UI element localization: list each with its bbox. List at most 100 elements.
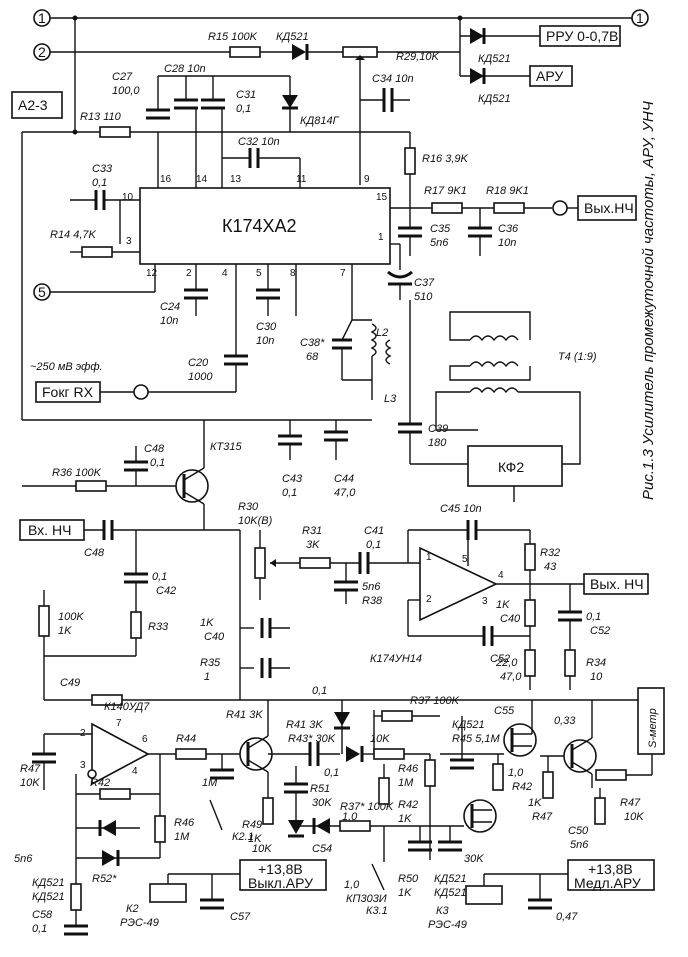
label-c27-val: 100,0 [112,85,140,97]
label-l3: L3 [384,393,397,405]
af-amp-label: К174УН14 [370,653,422,665]
label-r30-val: 10K(B) [238,515,273,527]
label-c36: C36 [498,223,519,235]
pin-ud7-2: 3 [80,760,86,771]
label-r17: R17 9K1 [424,185,467,197]
pin-ud7-6: 6 [142,734,148,745]
opamp-label: К140УД7 [104,701,150,713]
label-1k-a: R33 [148,621,169,633]
pin-ud7-4: 4 [132,766,138,777]
label-r31: R31 [302,525,322,537]
pwr-slow-line1: +13,8В [588,861,633,877]
label-r46-a-val: R42 [512,781,532,793]
amp-k174un14 [419,546,498,622]
fet-kp303i [463,799,497,833]
label-l2: L2 [376,327,388,339]
rru-input: РРУ 0-0,7В [546,28,618,44]
label-kp303i: 30K [464,853,484,865]
label-r15: R15 100K [208,31,258,43]
label-1-0-a: 1M [202,777,218,789]
label-kd521-d: 5n6 [14,853,33,865]
pin-15: 15 [376,192,388,203]
label-r42-val: 1K [248,833,262,845]
label-c42-val: R38 [362,595,383,607]
label-r38-a-val: 1K [58,625,72,637]
label-r30: R30 [238,501,259,513]
pin-un14-5: 5 [462,554,468,565]
label-c50-val: 10K [20,777,40,789]
label-c40-a: C48 [84,547,105,559]
label-c31-val: 0,1 [236,103,251,115]
label-c36-val: 10n [498,237,516,249]
diode-icon [292,44,306,60]
label-r49-val: R47 [532,811,553,823]
label-c54-val: 30K [312,797,332,809]
opamp-k140ud7 [91,722,150,786]
relay-k3-coil [465,885,503,905]
label-c60: 0,47 [556,911,578,923]
fet-kp303e [503,723,537,757]
label-c30: C30 [256,321,277,333]
terminal-5: 5 [38,284,46,300]
label-kt315-c: 0,33 [554,715,576,727]
pin-12: 12 [146,268,158,279]
pin-un14-3: 3 [482,596,488,607]
label-c43-val: 0,1 [282,487,297,499]
pin-8: 8 [290,268,296,279]
label-r32-val: 43 [544,561,557,573]
label-c47: C52 [490,653,510,665]
label-r29: R29,10K [396,51,439,63]
label-r14: R14 4,7K [50,229,97,241]
label-c50: R47 [20,763,41,775]
label-r46-b: R42 [398,799,418,811]
relay-k3-label: К3 [436,905,449,917]
pin-ud7-7: 7 [116,718,122,729]
pin-9: 9 [364,174,370,185]
pwr-slow-line2: Медл.АРУ [574,875,641,891]
label-c24: C24 [160,301,180,313]
pin-11: 11 [296,174,307,185]
label-r52-val: 1M [174,831,190,843]
label-kd521-h: 0,1 [312,685,327,697]
label-kt315-b: R41 3K [226,709,263,721]
label-c38: C38* [300,337,325,349]
label-r43: 10K [370,733,390,745]
label-kt315-a: КТ315 [210,441,242,453]
label-c35: C35 [430,223,451,235]
label-c39: C39 [428,423,448,435]
label-kd521-c: КД521 [478,93,511,105]
label-c20: C20 [188,357,209,369]
relay-k2-coil [149,883,187,903]
label-c52: 1K [200,617,214,629]
label-c48-b-val: C42 [156,585,176,597]
label-c48-b: 0,1 [152,571,167,583]
label-kd814: КД814Г [300,115,340,127]
label-c53: R41 3K [286,719,323,731]
label-r38-a: 100K [58,611,84,623]
label-r47-val: 1,0 [342,811,358,823]
top-bus [33,9,649,301]
label-c34: C34 10n [372,73,414,85]
label-c31: C31 [236,89,256,101]
label-r34: 22,0 [495,657,518,669]
label-kd521-i: C54 [312,843,332,855]
block-label-box [11,91,63,119]
label-c44-val: 47,0 [334,487,356,499]
transformer-t4: Т4 (1:9) [435,311,597,465]
label-r38-b-val: КД521 [32,891,65,903]
label-r31-val: 3K [306,539,320,551]
label-k31: К3.1 [366,905,388,917]
vx-nch-input: Вх. НЧ [28,522,71,538]
label-c51-val: 0,1 [32,923,47,935]
label-r37b: R42 [90,777,110,789]
label-kd521-e: R52* [92,873,117,885]
pin-un14-4: 4 [498,570,504,581]
label-c32: C32 10n [238,136,280,148]
label-kd521-b: КД521 [478,53,511,65]
label-r44-val: 1M [398,777,414,789]
label-r50: C50 [568,825,589,837]
terminal-1-right: 1 [636,10,644,26]
label-r50-val: 5n6 [570,839,589,851]
pwr-aru-line2: Выкл.АРУ [248,875,313,891]
label-c42: 5n6 [362,581,381,593]
